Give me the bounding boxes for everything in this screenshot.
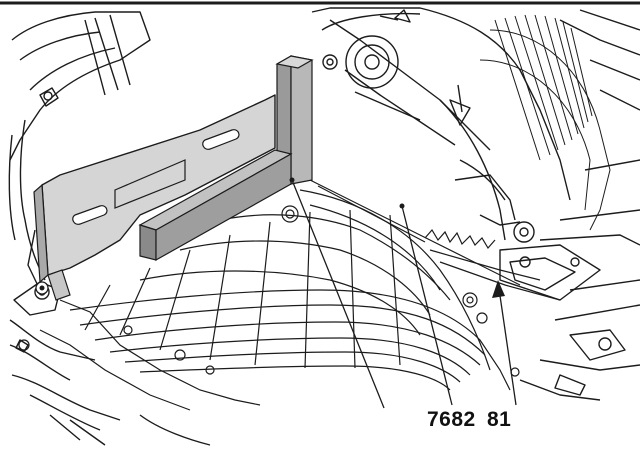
fence-bolt-center — [39, 285, 45, 291]
square-upright-face — [290, 55, 313, 185]
leader-line-1 — [291, 179, 385, 409]
blade-ribs — [479, 14, 611, 231]
fence-window — [114, 159, 186, 209]
saw-body-right — [499, 9, 640, 401]
leader-line-3 — [497, 281, 517, 406]
leader-line-2 — [401, 205, 453, 406]
callout-leaders — [291, 179, 517, 409]
fence-slot-2 — [202, 129, 240, 150]
square-leg-front — [139, 224, 157, 261]
square-leg-face — [155, 152, 292, 262]
blade-guard — [311, 7, 571, 243]
callout-label-81: 81 — [487, 408, 512, 431]
callout-label-7682: 7682 — [427, 408, 476, 431]
square-upright-top — [275, 55, 314, 69]
fence-slot-1 — [72, 205, 108, 225]
saw-body-left — [8, 11, 211, 446]
fence-arm — [47, 269, 71, 301]
leader-arrowhead — [492, 280, 505, 298]
turntable — [18, 179, 561, 411]
